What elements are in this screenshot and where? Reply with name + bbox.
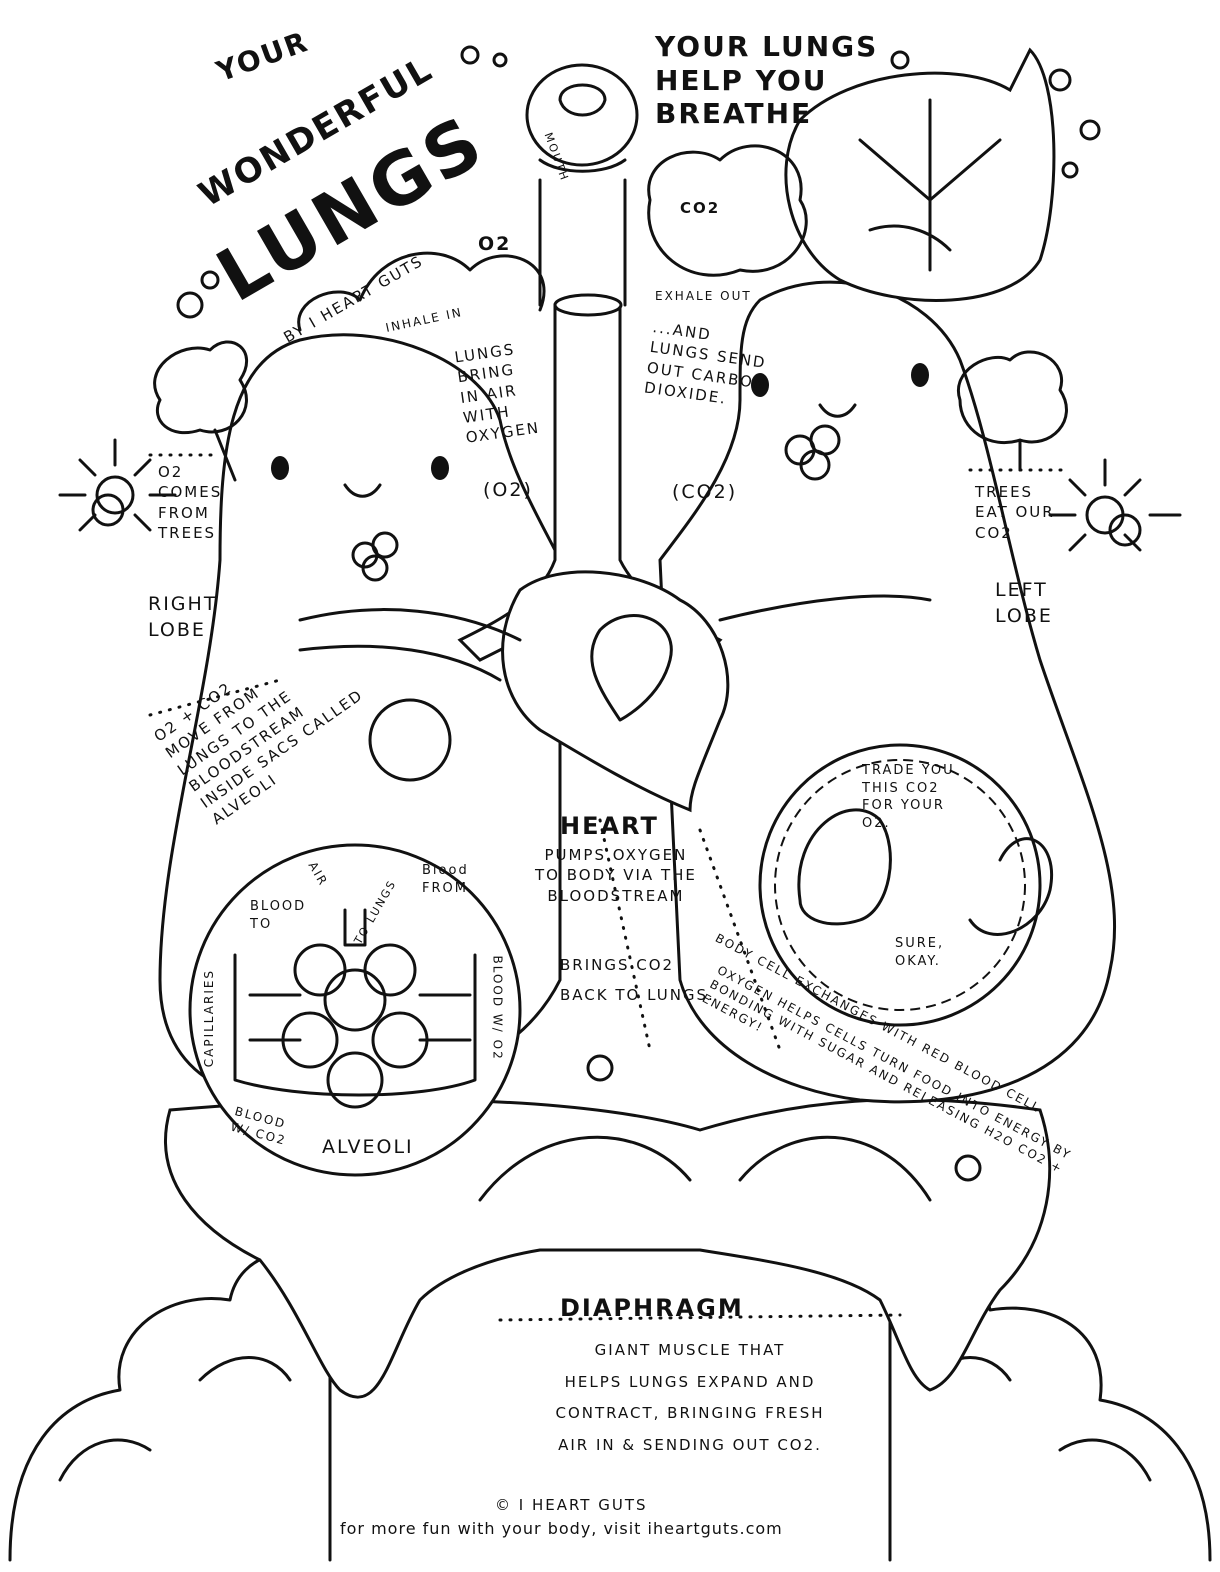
alveoli-blood-to-heart: BLOOD TO xyxy=(250,899,307,932)
tree-right xyxy=(956,350,1068,472)
label-co2-bubble: (CO2) xyxy=(672,481,738,503)
tree-left xyxy=(153,340,248,482)
heart-shape xyxy=(501,570,730,813)
alveoli-clusters xyxy=(298,424,932,782)
label-co2-small: CO2 xyxy=(680,199,721,217)
label-left-lobe: LEFT LOBE xyxy=(995,579,1053,627)
label-heart: HEART xyxy=(560,812,659,840)
label-trees-eat-co2: TREES EAT OUR CO2 xyxy=(975,483,1055,542)
label-o2-small: O2 xyxy=(478,233,512,255)
alveoli-title: ALVEOLI xyxy=(322,1136,414,1158)
footer-copyright: © I HEART GUTS xyxy=(495,1496,648,1514)
label-o2-from-trees: O2 COMES FROM TREES xyxy=(158,463,223,542)
cell-inset-circle xyxy=(758,743,1042,1027)
sun-left xyxy=(58,438,177,532)
label-o2-bubble: (O2) xyxy=(483,479,533,501)
label-heart-desc: PUMPS OXYGEN TO BODY VIA THE BLOODSTREAM xyxy=(535,846,697,905)
label-lungs-bring: LUNGS BRING IN AIR WITH OXYGEN xyxy=(453,340,542,447)
label-lungs-send: ...AND LUNGS SEND OUT CARBON DIOXIDE. xyxy=(643,317,769,408)
label-exhale: EXHALE OUT xyxy=(655,289,752,303)
subtitle: YOUR LUNGS HELP YOU BREATHE xyxy=(655,30,879,131)
footer-link[interactable]: for more fun with your body, visit ihear… xyxy=(340,1519,783,1538)
alveoli-inset-circle xyxy=(188,843,522,1177)
diaphragm-shape xyxy=(164,1098,1052,1399)
cell-trade-speech: TRADE YOU THIS CO2 FOR YOUR O2. xyxy=(862,763,955,831)
alveoli-blood-from-heart: Blood FROM xyxy=(422,863,469,896)
diaphragm-title: DIAPHRAGM xyxy=(560,1294,744,1322)
alveoli-capillaries: CAPILLARIES xyxy=(202,968,217,1068)
diaphragm-desc: GIANT MUSCLE THAT HELPS LUNGS EXPAND AND… xyxy=(555,1341,825,1454)
label-brings-co2: BRINGS CO2 BACK TO LUNGS. xyxy=(560,956,715,1004)
label-right-lobe: RIGHT LOBE xyxy=(148,593,218,641)
mouth-illustration xyxy=(525,63,639,173)
bubbles xyxy=(176,45,1101,319)
alveoli-blood-w-o2: BLOOD W/ O2 xyxy=(490,955,505,1061)
cell-reply-speech: SURE, OKAY. xyxy=(895,936,945,969)
sun-right xyxy=(1048,458,1182,552)
